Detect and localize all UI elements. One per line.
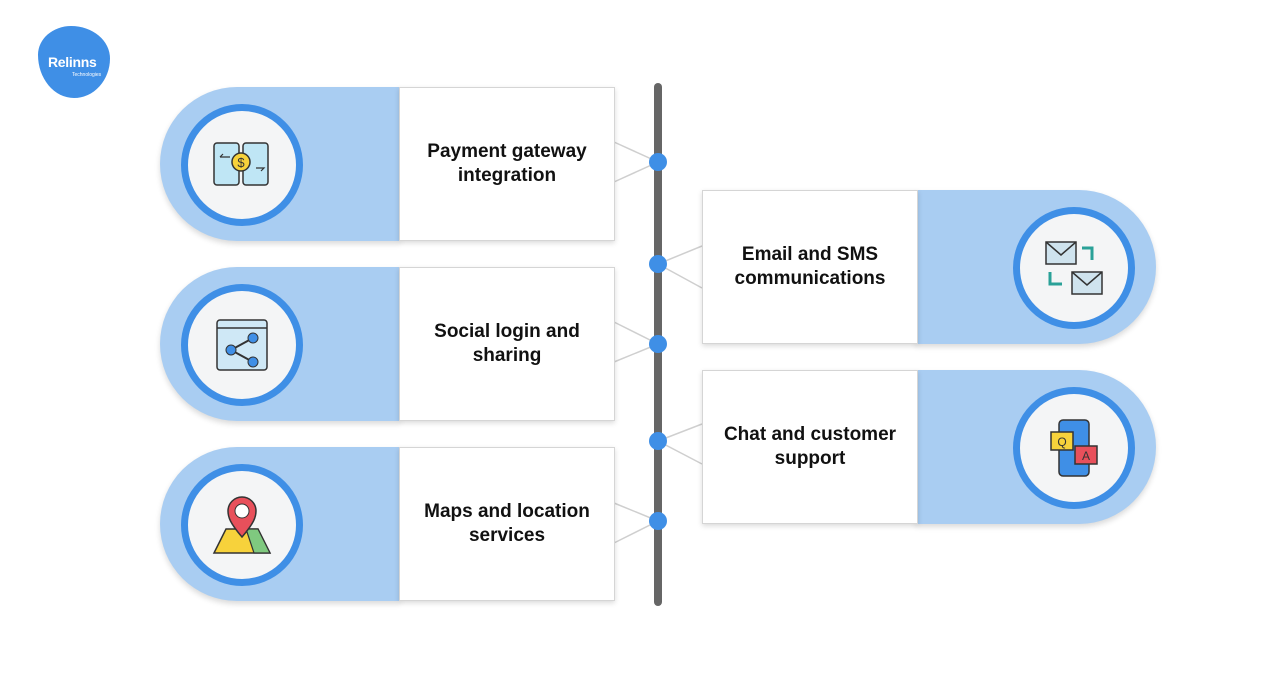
card-maps-location: Maps and location services (160, 447, 615, 601)
card-label: Social login and sharing (434, 321, 580, 366)
timeline-dot (649, 335, 667, 353)
card-label-box: Maps and location services (399, 447, 615, 601)
svg-text:A: A (1082, 449, 1090, 463)
map-pin-icon (212, 496, 272, 554)
card-label-box: Email and SMS communications (702, 190, 918, 344)
icon-circle (181, 464, 303, 586)
card-label: Payment gateway integration (427, 141, 587, 186)
svg-text:Q: Q (1057, 435, 1066, 449)
icon-circle: $ (181, 104, 303, 226)
timeline-dot (649, 153, 667, 171)
card-social-login: Social login and sharing (160, 267, 615, 421)
qa-chat-icon: Q A (1050, 419, 1098, 477)
svg-text:$: $ (237, 155, 245, 170)
card-label-box: Chat and customer support (702, 370, 918, 524)
card-label-box: Social login and sharing (399, 267, 615, 421)
icon-circle (1013, 207, 1135, 329)
share-icon (216, 319, 268, 371)
icon-circle (181, 284, 303, 406)
card-email-sms: Email and SMS communications (702, 190, 1156, 344)
card-payment-gateway: $ Payment gateway integration (160, 87, 615, 241)
payment-transfer-icon: $ (213, 142, 269, 186)
card-label: Maps and location services (424, 501, 590, 546)
card-label-box: Payment gateway integration (399, 87, 615, 241)
logo-subtitle: Technologies (72, 72, 102, 78)
card-label: Chat and customer support (723, 424, 897, 469)
card-label: Email and SMS communications (734, 244, 886, 289)
timeline-dot (649, 255, 667, 273)
email-exchange-icon (1045, 241, 1103, 295)
card-chat-support: Q A Chat and customer support (702, 370, 1156, 524)
relinns-logo: Relinns Technologies (38, 26, 110, 98)
logo-text: Relinns (48, 54, 97, 70)
timeline-dot (649, 432, 667, 450)
icon-circle: Q A (1013, 387, 1135, 509)
timeline-dot (649, 512, 667, 530)
